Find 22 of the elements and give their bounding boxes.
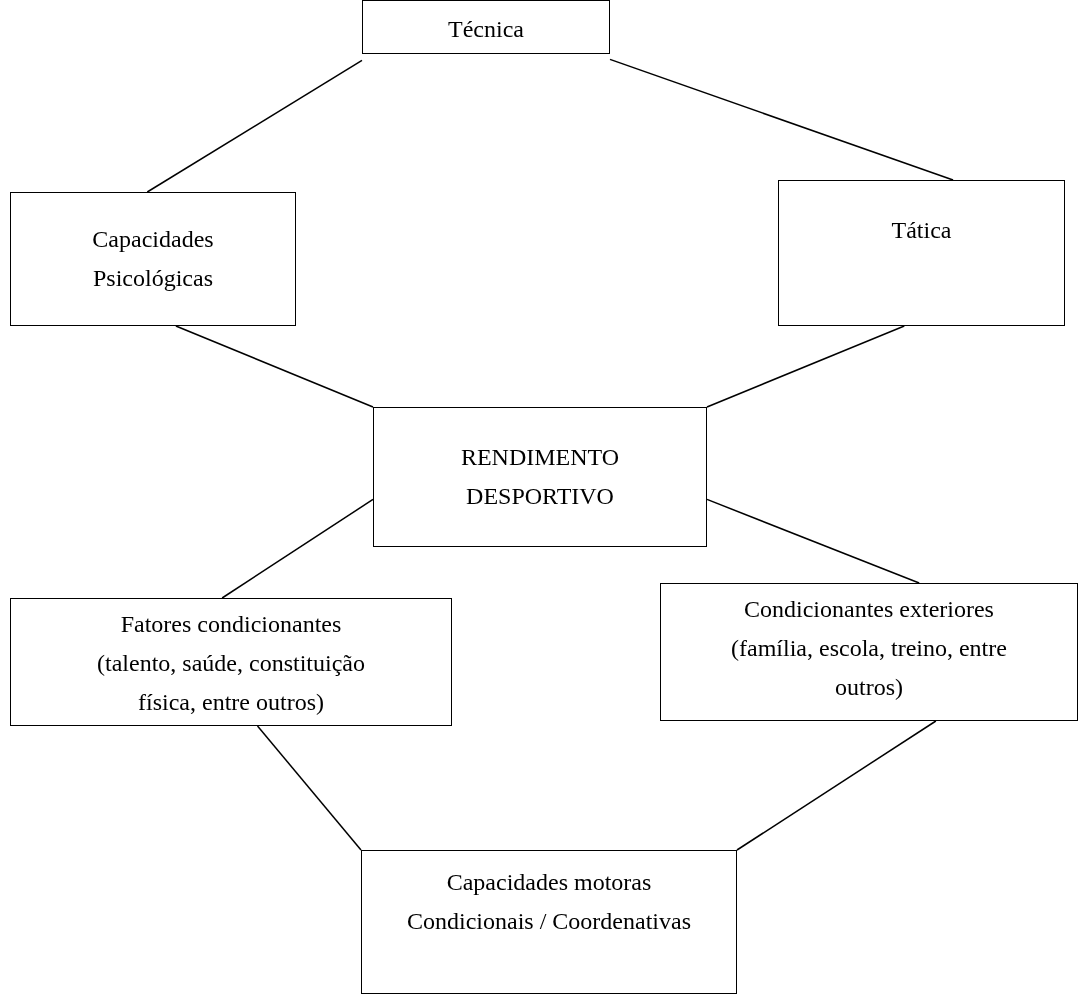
connector-line	[706, 498, 920, 584]
connector-line	[736, 720, 937, 851]
connector-line	[706, 325, 906, 408]
connector-line	[175, 325, 374, 408]
box-label: Fatores condicionantes (talento, saúde, constituição física, entre outros)	[96, 610, 366, 717]
box-label: Capacidades motoras Condicionais / Coordenativas	[406, 868, 692, 936]
text-box	[10, 598, 452, 726]
text-box	[660, 583, 1078, 721]
connector-line	[256, 725, 362, 851]
text-box	[778, 180, 1065, 326]
text-box	[373, 407, 707, 547]
text-box	[362, 0, 610, 54]
box-label: Tática	[891, 216, 952, 245]
box-label: Técnica	[448, 14, 524, 44]
connector-line	[609, 58, 954, 181]
text-box	[10, 192, 296, 326]
box-label: Capacidades Psicológicas	[91, 225, 215, 293]
connector-line	[146, 59, 363, 193]
connector-line	[221, 498, 374, 599]
text-box	[361, 850, 737, 994]
box-label: RENDIMENTO DESPORTIVO	[459, 443, 621, 511]
box-label: Condicionantes exteriores (família, escola, treino, entre outros)	[730, 595, 1008, 702]
